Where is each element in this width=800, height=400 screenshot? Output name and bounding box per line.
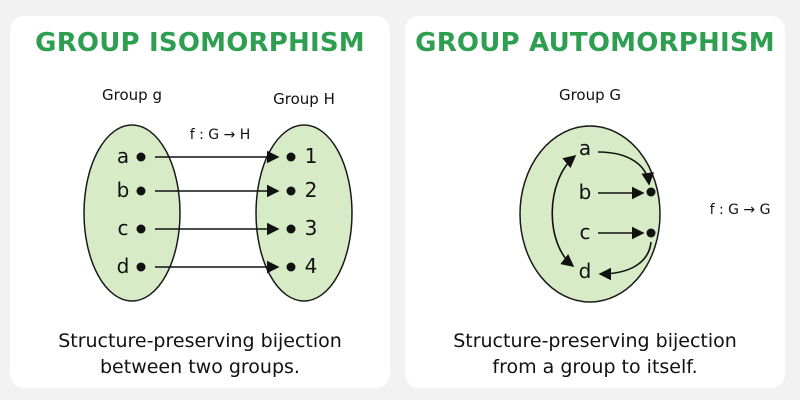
left-dot-c — [136, 224, 146, 234]
automorphism-caption-line2: from a group to itself. — [492, 356, 698, 378]
arrow-a-d-swap — [551, 154, 577, 267]
automorphism-group-ellipse — [519, 125, 661, 303]
left-element-b: b — [117, 178, 130, 202]
right-dot-1 — [286, 152, 296, 162]
isomorphism-title: GROUP ISOMORPHISM — [35, 28, 365, 58]
isomorphism-panel: GROUP ISOMORPHISM Group g Group H f : G … — [10, 16, 390, 388]
left-dot-b — [136, 186, 146, 196]
automorphism-map-label: f : G → G — [710, 202, 771, 218]
isomorphism-caption-line1: Structure-preserving bijection — [58, 330, 342, 352]
target-dot-upper — [646, 187, 656, 197]
automorphism-group-label: Group G — [559, 86, 621, 104]
isomorphism-caption: Structure-preserving bijection between t… — [10, 328, 390, 380]
right-element-2: 2 — [305, 178, 318, 202]
element-c: c — [580, 220, 591, 244]
right-element-4: 4 — [305, 254, 318, 278]
right-element-3: 3 — [305, 216, 318, 240]
right-group-label: Group H — [273, 90, 335, 108]
arrow-dot-to-d — [598, 241, 652, 281]
left-dot-d — [136, 262, 146, 272]
left-group-label: Group g — [102, 86, 162, 104]
element-a: a — [579, 136, 591, 160]
element-d: d — [579, 259, 592, 283]
automorphism-caption: Structure-preserving bijection from a gr… — [405, 328, 785, 380]
right-dot-4 — [286, 262, 296, 272]
automorphism-panel: GROUP AUTOMORPHISM Group G f : G → G a b… — [405, 16, 785, 388]
target-dot-lower — [646, 228, 656, 238]
left-dot-a — [136, 152, 146, 162]
left-element-a: a — [117, 144, 129, 168]
automorphism-caption-line1: Structure-preserving bijection — [453, 330, 737, 352]
right-element-1: 1 — [305, 144, 318, 168]
isomorphism-caption-line2: between two groups. — [100, 356, 300, 378]
right-group-ellipse — [255, 124, 353, 302]
left-element-d: d — [117, 254, 130, 278]
left-group-ellipse — [83, 124, 181, 302]
automorphism-diagram: Group G f : G → G a b c d — [519, 86, 771, 303]
left-element-c: c — [118, 216, 129, 240]
arrow-a-to-dot — [597, 151, 655, 186]
isomorphism-map-label: f : G → H — [190, 127, 251, 143]
element-b: b — [579, 180, 592, 204]
right-dot-2 — [286, 186, 296, 196]
isomorphism-diagram: Group g Group H f : G → H a 1 b 2 c 3 — [83, 86, 353, 302]
right-dot-3 — [286, 224, 296, 234]
automorphism-title: GROUP AUTOMORPHISM — [415, 28, 775, 58]
